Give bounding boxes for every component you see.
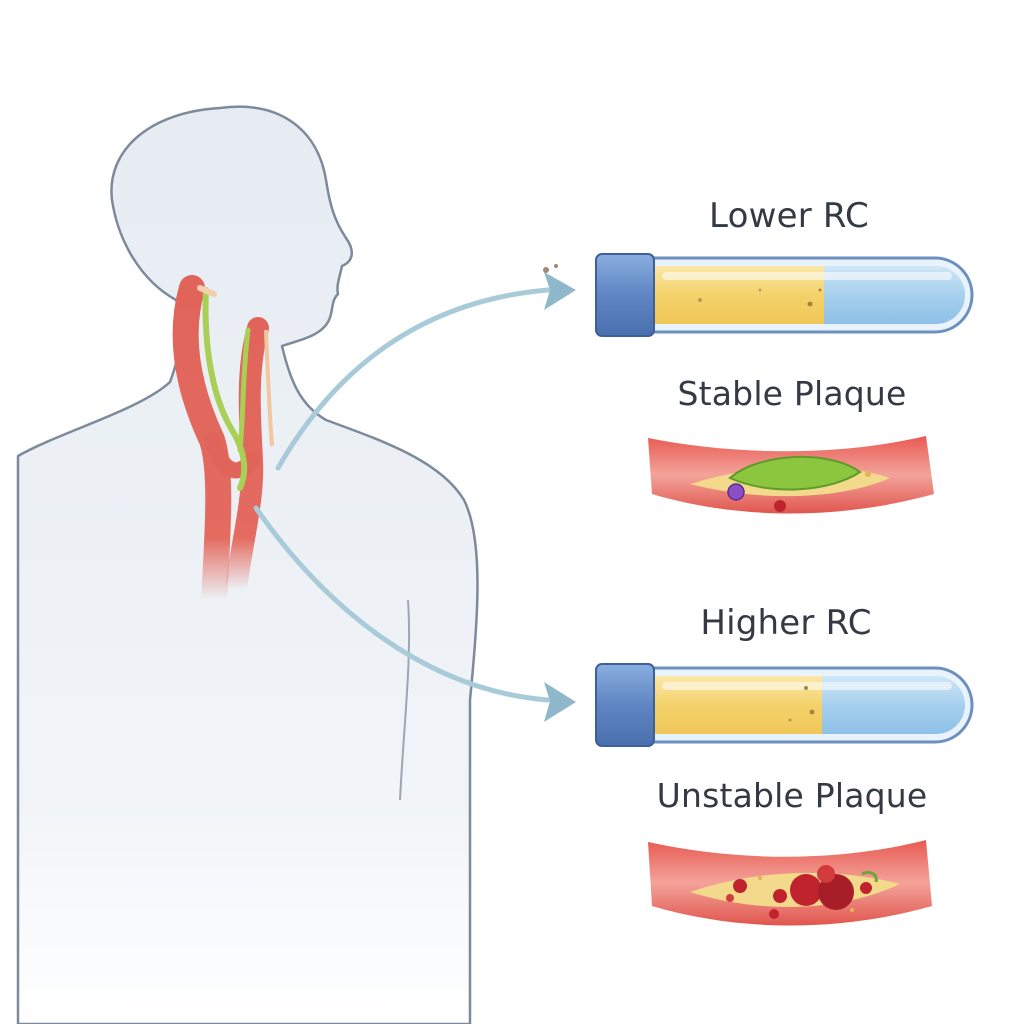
neck-arteries bbox=[172, 275, 274, 613]
artery-stable-plaque bbox=[648, 436, 934, 514]
lower-rc-label: Lower RC bbox=[709, 196, 869, 236]
higher-rc-label: Higher RC bbox=[700, 603, 872, 643]
arrow-to-higher-rc bbox=[253, 505, 576, 722]
stable-plaque-label: Stable Plaque bbox=[677, 374, 907, 413]
arrow-to-lower-rc bbox=[275, 272, 576, 471]
artery-unstable-plaque bbox=[648, 840, 932, 926]
blood-tube-lower-rc bbox=[543, 253, 974, 337]
blood-tube-higher-rc bbox=[595, 663, 974, 747]
unstable-plaque-label: Unstable Plaque bbox=[656, 776, 928, 815]
